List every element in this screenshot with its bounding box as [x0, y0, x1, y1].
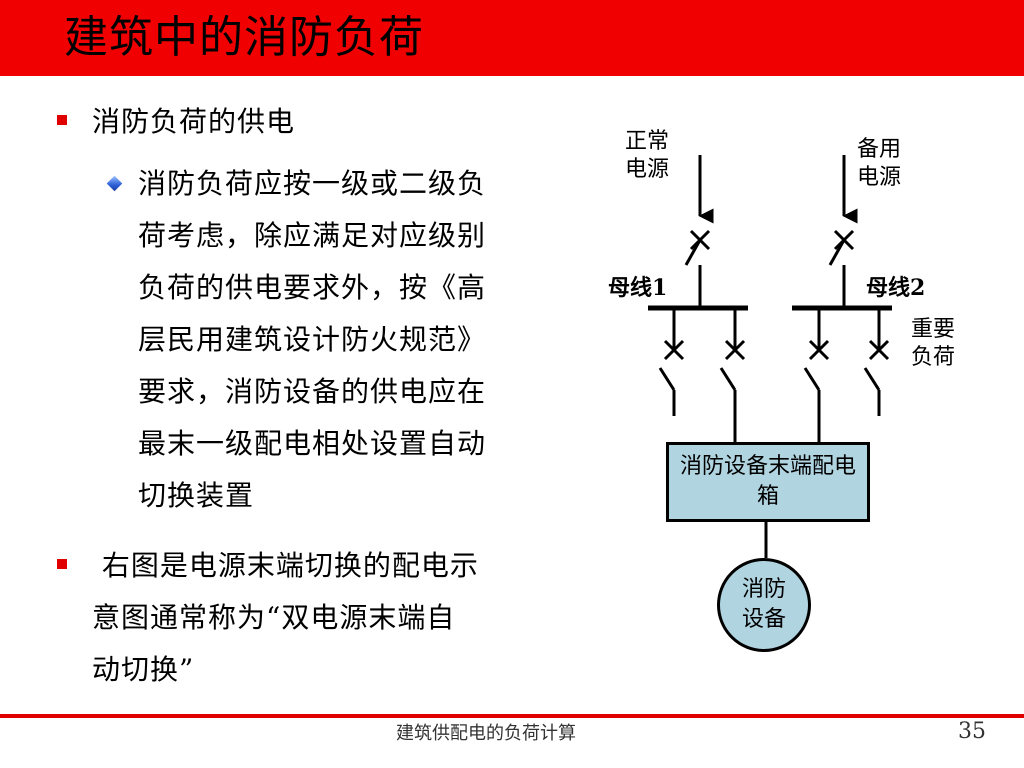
bullet-2-line-2: 荷考虑，除应满足对应级别 — [138, 219, 487, 252]
bullet-2-line-7: 切换装置 — [138, 479, 255, 512]
bullet-2-line-3: 负荷的供电要求外，按《高 — [138, 271, 487, 304]
fire-equipment-panel-box: 消防设备末端配电箱 — [666, 442, 870, 522]
bullet-2-line-4: 层民用建筑设计防火规范》 — [138, 323, 487, 356]
diagram-lines — [648, 155, 892, 558]
slide-title: 建筑中的消防负荷 — [64, 12, 424, 63]
bullet-3-line-1: 右图是电源末端切换的配电示 — [92, 549, 479, 582]
bullet-3-line-2: 意图通常称为“双电源末端自 — [92, 601, 456, 634]
bullet-diamond-icon — [106, 175, 123, 192]
bullet-2-line-6: 最末一级配电相处设置自动 — [138, 427, 487, 460]
important-load-label: 重要负荷 — [910, 317, 955, 370]
footer-text: 建筑供配电的负荷计算 — [396, 723, 576, 744]
busbar-1-label: 母线1 — [608, 275, 668, 301]
dual-power-diagram: 正常电源 备用电源 母线1 母线2 重要负荷 消防设备末端配电箱 消防设备 — [590, 120, 970, 660]
bullet-square-icon — [57, 559, 67, 569]
backup-source-label: 备用电源 — [856, 137, 901, 190]
fire-equipment-circle: 消防设备 — [717, 558, 811, 652]
footer-divider — [0, 714, 1024, 718]
equipment-label: 消防设备 — [741, 577, 786, 632]
bullet-3-line-3: 动切换” — [92, 653, 195, 686]
bullet-square-icon — [57, 115, 67, 125]
normal-source-label: 正常电源 — [624, 129, 669, 182]
page-number: 35 — [958, 719, 986, 744]
panel-label: 消防设备末端配电箱 — [679, 454, 856, 509]
busbar-2-label: 母线2 — [866, 275, 926, 301]
title-bar: 建筑中的消防负荷 — [0, 0, 1024, 76]
bullet-1-line-1: 消防负荷的供电 — [92, 105, 296, 138]
bullet-2-line-5: 要求，消防设备的供电应在 — [138, 375, 487, 408]
bullet-2-line-1: 消防负荷应按一级或二级负 — [138, 167, 487, 200]
